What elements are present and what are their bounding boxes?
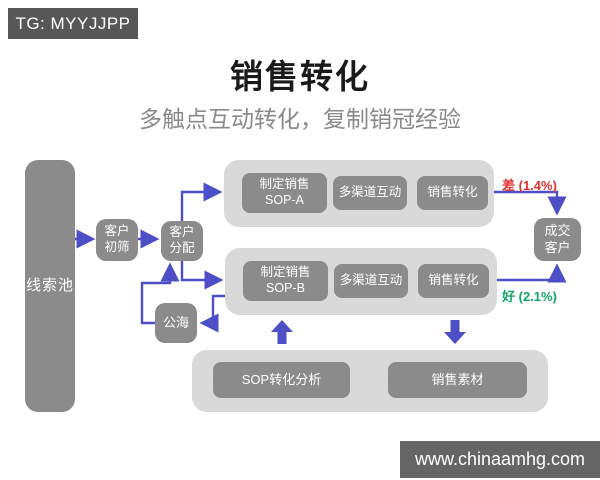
arrow-down-conversion-to-materials <box>444 320 466 344</box>
page-subtitle: 多触点互动转化，复制销冠经验 <box>139 106 461 132</box>
arrow-assignment-to-sop-a-group <box>180 182 223 221</box>
node-sop-b: 制定销售 SOP-B <box>243 261 328 301</box>
node-initial-screening: 客户 初筛 <box>96 219 138 261</box>
arrow-sop-b-group-to-publicpool <box>199 294 226 333</box>
arrow-assignment-to-sop-b-group <box>180 261 224 290</box>
group-support-tools: SOP转化分析 销售素材 <box>192 350 548 412</box>
node-sales-materials: 销售素材 <box>388 362 527 398</box>
tg-badge: TG: MYYJJPP <box>8 8 138 39</box>
node-multi-channel-b: 多渠道互动 <box>334 264 408 298</box>
node-sop-a: 制定销售 SOP-A <box>242 173 327 213</box>
node-closed-customers: 成交 客户 <box>534 218 581 261</box>
arrow-sop-b-group-to-closed <box>497 263 567 283</box>
label-good-rate: 好 (2.1%) <box>502 289 557 304</box>
page-title: 销售转化 <box>230 58 370 95</box>
node-sop-analysis: SOP转化分析 <box>213 362 350 398</box>
label-bad-rate: 差 (1.4%) <box>502 178 557 193</box>
group-sop-a: 制定销售 SOP-A 多渠道互动 销售转化 <box>224 160 494 227</box>
node-lead-pool: 线索池 <box>25 160 75 412</box>
group-sop-b: 制定销售 SOP-B 多渠道互动 销售转化 <box>225 248 497 315</box>
node-public-pool: 公海 <box>155 303 197 343</box>
watermark-bar: www.chinaamhg.com <box>400 441 600 478</box>
node-customer-assignment: 客户 分配 <box>161 221 203 261</box>
arrow-up-analysis-to-sop-b <box>271 320 293 344</box>
node-multi-channel-a: 多渠道互动 <box>333 176 407 210</box>
arrow-sop-a-group-to-closed <box>494 190 567 216</box>
node-conversion-a: 销售转化 <box>417 176 488 210</box>
node-conversion-b: 销售转化 <box>418 264 489 298</box>
